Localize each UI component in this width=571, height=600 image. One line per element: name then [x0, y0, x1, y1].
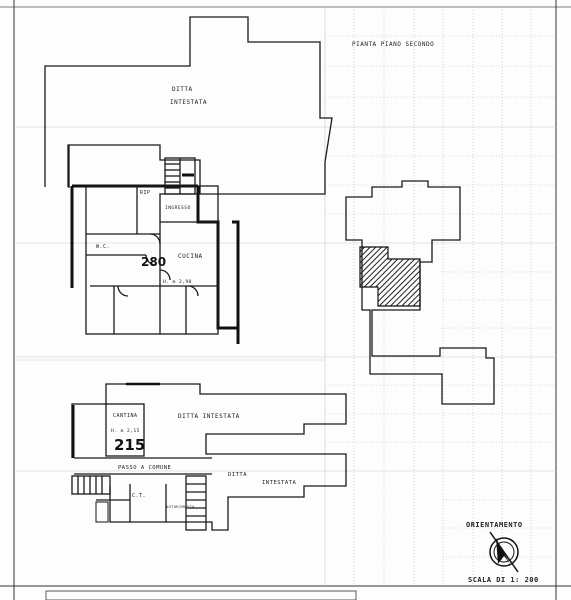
- lower-third-party-2-line2: INTESTATA: [262, 480, 296, 486]
- room-kitchen-label: CUCINA: [178, 253, 203, 260]
- scale-label: SCALA DI 1: 200: [468, 576, 539, 584]
- north-arrow-icon: [489, 531, 519, 573]
- orientation-label: ORIENTAMENTO: [466, 521, 523, 529]
- lower-third-party-2-line1: DITTA: [228, 472, 247, 478]
- common-passage-label: PASSO A COMUNE: [118, 465, 171, 471]
- background-grid: [14, 7, 556, 586]
- upper-third-party-block: DITTA INTESTATA: [44, 16, 333, 195]
- basement-plan: CANTINA H. m 2,15 215 DITTA INTESTATA PA…: [71, 382, 347, 531]
- cellar-number: 215: [114, 436, 145, 454]
- height-note-label: H. m 2,90: [163, 279, 192, 285]
- plan-title: PIANTA PIANO SECONDO: [352, 41, 434, 48]
- upper-third-party-line1: DITTA: [172, 86, 193, 93]
- unit-number: 280: [141, 255, 166, 269]
- upper-third-party-line2: INTESTATA: [170, 99, 207, 106]
- cellar-height-label: H. m 2,15: [111, 428, 140, 434]
- autorimessa-label: AUTORIMESSA: [166, 505, 195, 509]
- ct-label: C.T.: [132, 493, 146, 499]
- lower-third-party-label: DITTA INTESTATA: [178, 413, 240, 420]
- cellar-label: CANTINA: [113, 413, 138, 419]
- room-hallway-label: INGRESSO: [165, 205, 191, 211]
- location-key-map: [345, 180, 495, 405]
- room-rip-label: RIP: [140, 190, 151, 196]
- apartment-plan: RIP INGRESSO W.C. CUCINA H. m 2,90 280: [70, 157, 240, 344]
- orientation-block: ORIENTAMENTO SCALA DI 1: 200: [466, 521, 539, 584]
- room-wc-label: W.C.: [96, 244, 110, 250]
